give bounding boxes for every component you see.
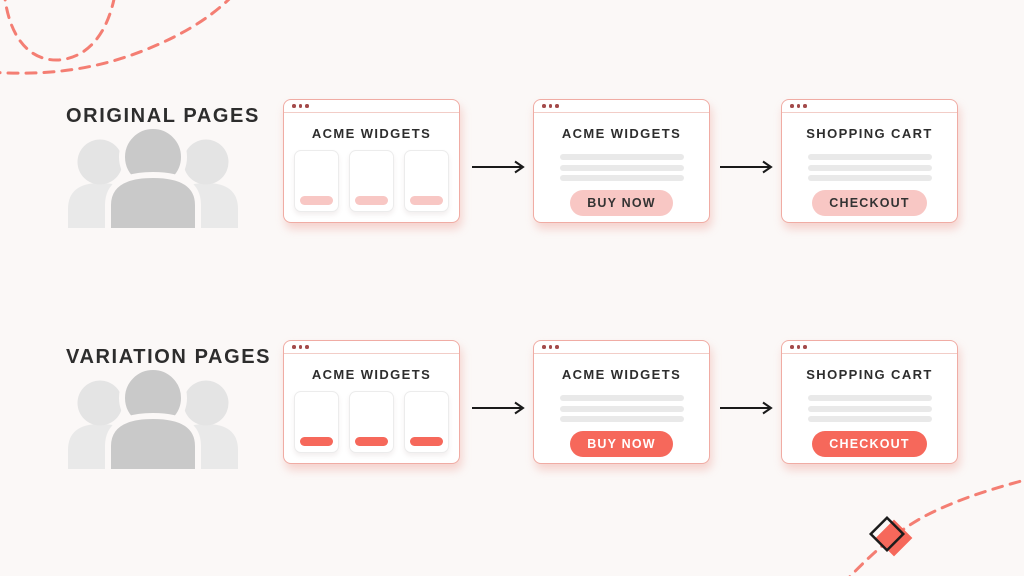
text-line	[807, 405, 932, 412]
product-card	[404, 150, 449, 212]
window-titlebar	[284, 341, 459, 354]
window-dot-icon	[298, 345, 302, 349]
product-button-pill[interactable]	[355, 437, 388, 446]
product-card-grid	[284, 391, 459, 453]
window-page-title: ACME WIDGETS	[561, 126, 682, 141]
window-dot-icon	[292, 345, 296, 349]
audience-icon	[68, 123, 238, 234]
text-line	[807, 416, 932, 422]
window-dot-icon	[305, 104, 309, 108]
text-line	[559, 416, 684, 422]
text-placeholder-lines	[534, 395, 709, 422]
product-button-pill[interactable]	[300, 196, 333, 205]
window-page-title: ACME WIDGETS	[311, 367, 432, 382]
window-dot-icon	[555, 345, 559, 349]
window-titlebar	[782, 341, 957, 354]
browser-window-products: ACME WIDGETS	[283, 340, 460, 464]
window-dot-icon	[548, 345, 552, 349]
buy-now-button[interactable]: BUY NOW	[570, 431, 673, 457]
arrow-right-icon	[472, 401, 525, 415]
window-page-title: SHOPPING CART	[806, 367, 933, 382]
text-placeholder-lines	[782, 395, 957, 422]
arrow-right-icon	[720, 401, 773, 415]
product-button-pill[interactable]	[355, 196, 388, 205]
window-dot-icon	[796, 104, 800, 108]
text-line	[807, 154, 932, 160]
product-button-pill[interactable]	[410, 196, 443, 205]
product-button-pill[interactable]	[300, 437, 333, 446]
window-dot-icon	[803, 345, 807, 349]
text-line	[807, 175, 932, 181]
window-dot-icon	[555, 104, 559, 108]
window-titlebar	[782, 100, 957, 113]
product-card	[349, 150, 394, 212]
window-titlebar	[284, 100, 459, 113]
row-label-original: ORIGINAL PAGES	[66, 105, 260, 127]
window-titlebar	[534, 341, 709, 354]
product-card	[294, 150, 339, 212]
text-placeholder-lines	[782, 154, 957, 181]
row-label-variation: VARIATION PAGES	[66, 346, 272, 368]
product-card-grid	[284, 150, 459, 212]
text-line	[807, 395, 932, 401]
dashed-curves-top-left-decoration	[0, 0, 231, 75]
product-card	[349, 391, 394, 453]
window-dot-icon	[542, 345, 546, 349]
window-page-title: SHOPPING CART	[806, 126, 933, 141]
browser-window-products: ACME WIDGETS	[283, 99, 460, 223]
browser-window-detail: ACME WIDGETS BUY NOW	[533, 340, 710, 464]
checkout-button[interactable]: CHECKOUT	[812, 431, 927, 457]
window-dot-icon	[305, 345, 309, 349]
window-dot-icon	[790, 345, 794, 349]
text-line	[559, 395, 684, 401]
browser-window-detail: ACME WIDGETS BUY NOW	[533, 99, 710, 223]
product-card	[294, 391, 339, 453]
diamond-icon	[868, 515, 913, 557]
window-dot-icon	[292, 104, 296, 108]
buy-now-button[interactable]: BUY NOW	[570, 190, 673, 216]
window-titlebar	[534, 100, 709, 113]
window-dot-icon	[298, 104, 302, 108]
audience-icon	[68, 364, 238, 475]
original-pages-row: ORIGINAL PAGES ACME WIDGETS	[0, 99, 1024, 234]
window-dot-icon	[790, 104, 794, 108]
text-placeholder-lines	[534, 154, 709, 181]
text-line	[559, 164, 684, 171]
window-page-title: ACME WIDGETS	[561, 367, 682, 382]
product-card	[404, 391, 449, 453]
window-dot-icon	[548, 104, 552, 108]
text-line	[559, 175, 684, 181]
arrow-right-icon	[472, 160, 525, 174]
browser-window-cart: SHOPPING CART CHECKOUT	[781, 340, 958, 464]
dashed-curve-bottom-right-decoration	[848, 478, 1024, 576]
browser-window-cart: SHOPPING CART CHECKOUT	[781, 99, 958, 223]
text-line	[559, 154, 684, 160]
window-dot-icon	[542, 104, 546, 108]
text-line	[559, 405, 684, 412]
window-dot-icon	[803, 104, 807, 108]
window-page-title: ACME WIDGETS	[311, 126, 432, 141]
arrow-right-icon	[720, 160, 773, 174]
text-line	[807, 164, 932, 171]
window-dot-icon	[796, 345, 800, 349]
variation-pages-row: VARIATION PAGES ACME WIDGETS	[0, 340, 1024, 475]
product-button-pill[interactable]	[410, 437, 443, 446]
checkout-button[interactable]: CHECKOUT	[812, 190, 927, 216]
